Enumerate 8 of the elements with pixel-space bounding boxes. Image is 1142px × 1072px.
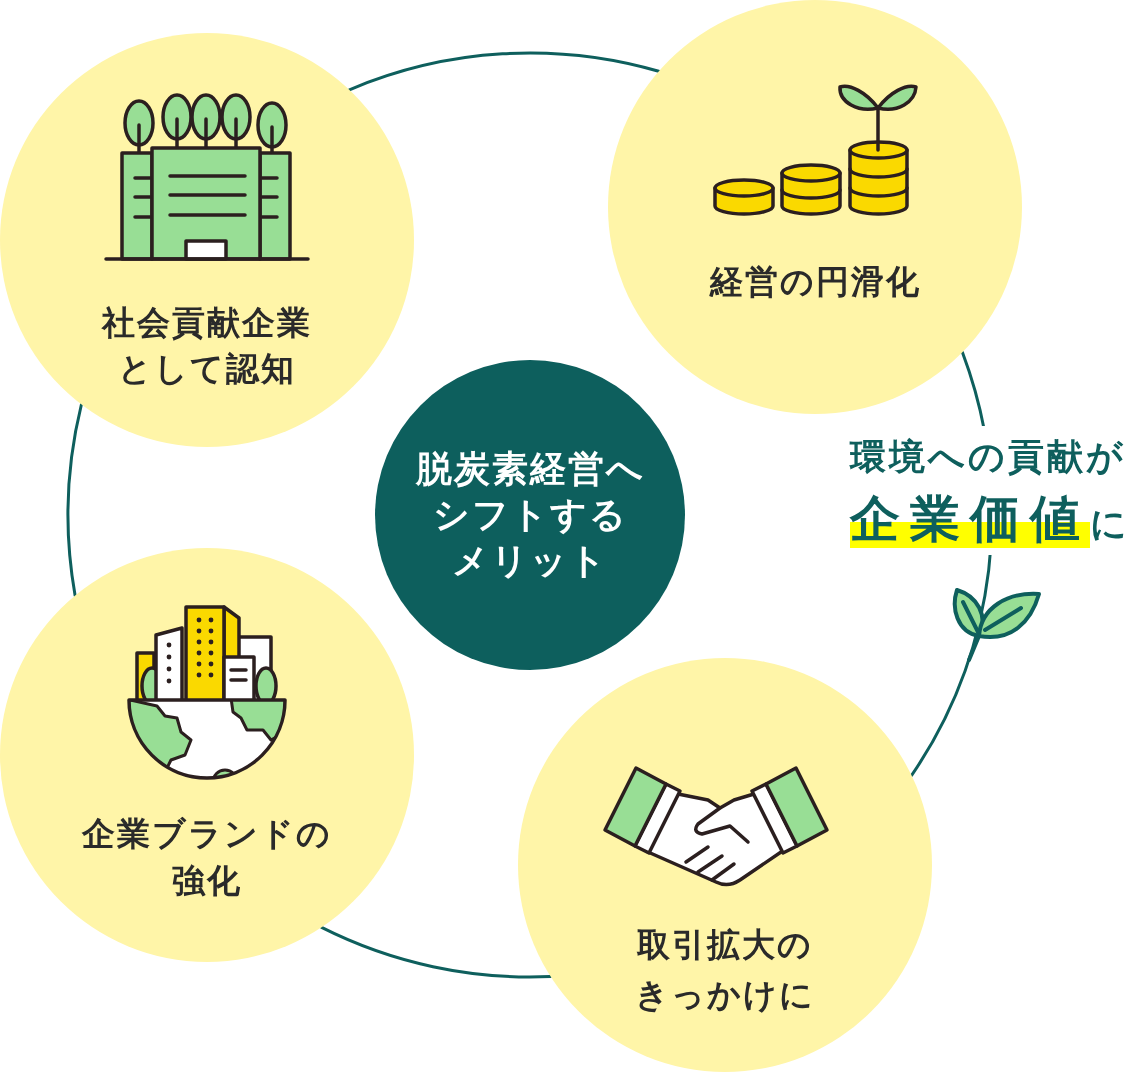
circle-label: 社会貢献企業として認知 (100, 302, 313, 390)
circle-label: 企業ブランドの強化 (81, 813, 333, 902)
ring-line (66, 403, 83, 597)
circle-label: 取引拡大のきっかけに (634, 924, 816, 1016)
circle-label: 経営の円滑化 (708, 261, 922, 303)
ring-line (320, 925, 553, 978)
ring-line (347, 52, 661, 92)
circle-label: 脱炭素経営へシフトするメリット (414, 447, 646, 583)
